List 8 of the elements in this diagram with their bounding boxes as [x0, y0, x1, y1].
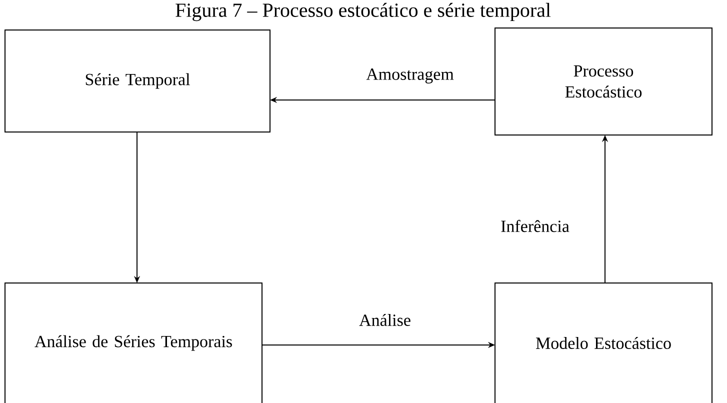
edge-label: Análise: [359, 314, 410, 326]
process-box: Série Temporal: [4, 30, 270, 132]
process-box: Modelo Estocástico: [494, 282, 712, 403]
process-box: Análise de Séries Temporais: [4, 282, 262, 403]
title: Figura 7 – Processo estocático e série temporal: [176, 2, 551, 22]
process-box: Processo Estocástico: [494, 28, 712, 136]
edge-label: Inferência: [501, 220, 570, 232]
edge-label: Amostragem: [366, 68, 454, 84]
